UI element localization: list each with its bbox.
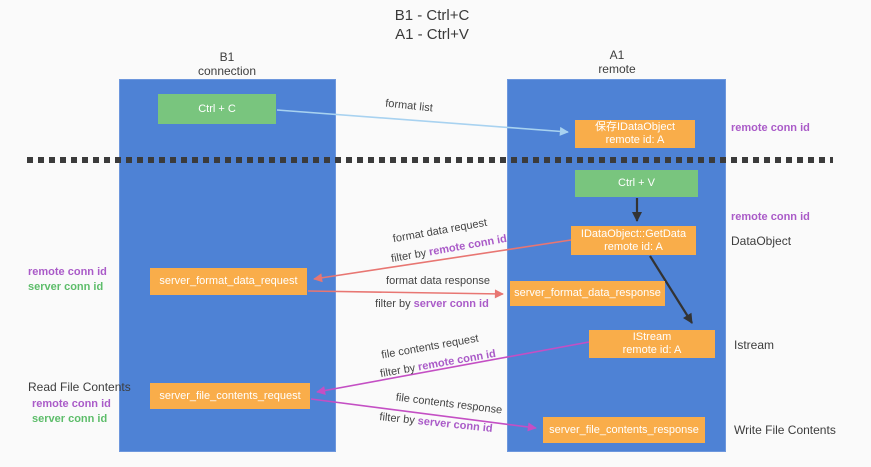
node-file-req-label: server_file_contents_request — [159, 389, 301, 402]
node-server-format-data-request: server_format_data_request — [150, 268, 307, 295]
lane-a1-name: A1 — [609, 48, 625, 62]
node-ctrl-v: Ctrl + V — [575, 170, 698, 197]
label-remote-conn-id-left-2: remote conn id — [32, 398, 111, 410]
node-getdata-line1: IDataObject::GetData — [580, 227, 687, 240]
filter-by-text: filter by — [379, 362, 417, 381]
session-separator-dashed-line — [27, 157, 833, 163]
node-server-file-contents-request: server_file_contents_request — [150, 383, 310, 409]
node-fmt-req-label: server_format_data_request — [159, 275, 298, 287]
arrow-label-format-data-response: format data response — [386, 275, 490, 287]
node-istream-line1: IStream — [632, 331, 672, 343]
filter-by-text: filter by — [378, 411, 416, 427]
diagram-title: B1 - Ctrl+C A1 - Ctrl+V — [332, 6, 532, 44]
node-idataobject-getdata: IDataObject::GetData remote id: A — [571, 226, 696, 255]
node-ctrl-v-label: Ctrl + V — [618, 177, 655, 189]
title-line-a1: A1 - Ctrl+V — [395, 26, 469, 43]
node-server-file-contents-response: server_file_contents_response — [543, 417, 705, 443]
node-ctrl-c-label: Ctrl + C — [198, 102, 236, 115]
server-conn-id-text: server conn id — [413, 298, 489, 310]
label-read-file-contents: Read File Contents — [28, 380, 131, 394]
arrow-format-data-response — [307, 289, 504, 299]
lane-a1-subtitle: remote — [598, 62, 636, 76]
node-ctrl-c: Ctrl + C — [158, 94, 276, 124]
node-save-idataobject: 保存IDataObject remote id: A — [575, 120, 695, 148]
lane-b1-name: B1 — [219, 50, 235, 64]
node-save-line2: remote id: A — [605, 134, 665, 146]
node-fmt-resp-label: server_format_data_response — [514, 287, 661, 299]
node-server-format-data-response: server_format_data_response — [510, 281, 665, 306]
lane-b1-subtitle: connection — [197, 64, 257, 78]
label-remote-conn-id-right-top: remote conn id — [731, 122, 810, 134]
label-remote-conn-id-left-1: remote conn id — [28, 266, 107, 278]
label-dataobject: DataObject — [731, 234, 792, 248]
lane-header-b1: B1 connection — [157, 50, 297, 78]
filter-by-text: filter by — [375, 298, 411, 310]
label-server-conn-id-left-1: server conn id — [28, 281, 104, 293]
node-file-resp-label: server_file_contents_response — [549, 423, 699, 436]
server-conn-id-text: server conn id — [417, 415, 494, 435]
label-write-file-contents: Write File Contents — [734, 423, 836, 437]
label-remote-conn-id-right-mid: remote conn id — [731, 211, 810, 223]
arrow-label-file-contents-response: file contents response — [395, 391, 503, 417]
title-line-b1: B1 - Ctrl+C — [394, 7, 470, 24]
lane-header-a1: A1 remote — [547, 48, 687, 76]
node-istream-line2: remote id: A — [622, 344, 682, 356]
filter-by-text: filter by — [390, 247, 428, 266]
arrow-label-format-list: format list — [384, 97, 434, 115]
label-server-conn-id-left-2: server conn id — [32, 413, 108, 425]
node-save-line1: 保存IDataObject — [594, 121, 676, 133]
node-getdata-line2: remote id: A — [604, 240, 663, 253]
label-istream: Istream — [734, 338, 775, 352]
node-istream: IStream remote id: A — [589, 330, 715, 358]
